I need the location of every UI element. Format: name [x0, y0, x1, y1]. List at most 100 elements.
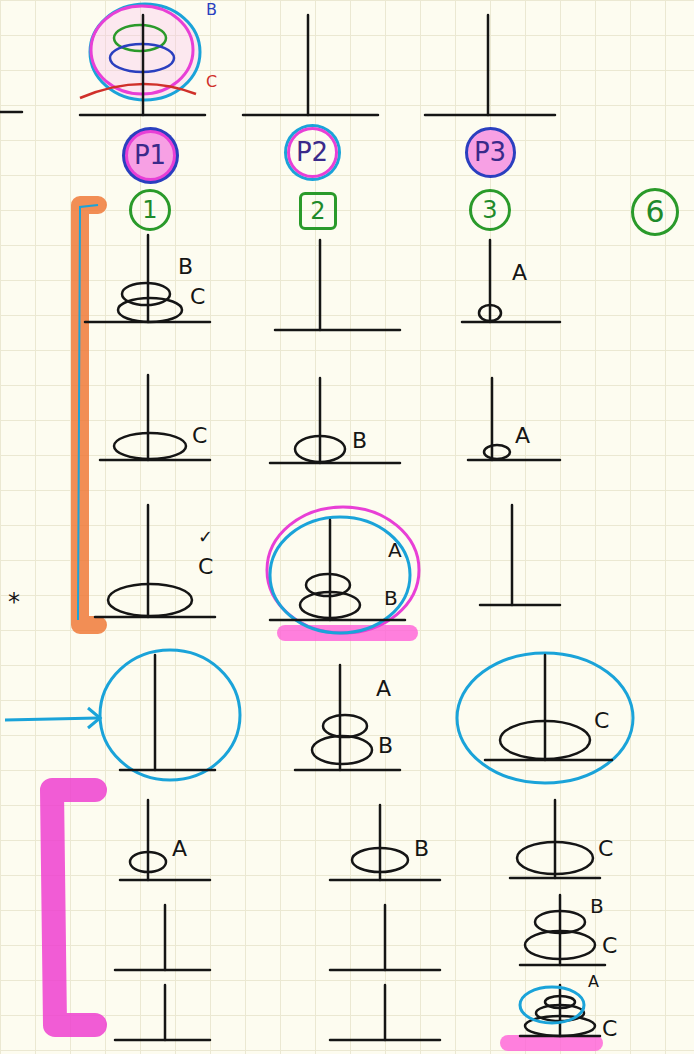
peg-base [330, 969, 440, 972]
count-number: 6 [631, 188, 679, 236]
peg [384, 985, 387, 1040]
disk-label: C [190, 286, 205, 308]
peg [489, 240, 492, 322]
highlight-circle [100, 650, 240, 780]
peg [554, 800, 557, 878]
disk-label: C [602, 1018, 617, 1040]
peg [307, 15, 310, 115]
peg-number: 1 [129, 189, 171, 231]
peg [487, 15, 490, 115]
disk-label: C [198, 556, 213, 578]
disk [312, 736, 372, 764]
disk [352, 848, 408, 872]
node-text: P2 [296, 139, 328, 165]
disk-label: A [512, 262, 527, 284]
peg-base [510, 877, 600, 880]
disk [295, 436, 345, 462]
disk [545, 996, 575, 1008]
bracket [80, 205, 98, 625]
disk [525, 931, 595, 959]
peg-base [243, 114, 378, 117]
disk-label: A [376, 678, 391, 700]
peg [164, 985, 167, 1040]
peg-base [330, 879, 440, 882]
arrow-head [88, 708, 100, 728]
node-text: 6 [645, 197, 664, 227]
peg-base [120, 879, 210, 882]
node-text: 3 [482, 198, 497, 222]
peg-base [115, 969, 210, 972]
disk [114, 433, 186, 459]
disk-label: B [414, 838, 429, 860]
peg [511, 505, 514, 605]
node-text: P1 [134, 142, 166, 168]
scribble-label: C [206, 74, 217, 90]
peg-base [120, 769, 215, 772]
node-text: 2 [310, 199, 325, 223]
scribble-circle [90, 4, 200, 100]
peg-base [480, 604, 560, 607]
disk-label: B [352, 430, 367, 452]
dash [0, 111, 22, 114]
disk-label: C [192, 425, 207, 447]
disk-label: B [590, 896, 604, 916]
scribble-arc [80, 84, 196, 98]
disk [130, 852, 166, 872]
disk [108, 584, 192, 616]
highlight-circle [270, 517, 410, 633]
peg-base [330, 1039, 440, 1042]
node-text: 1 [142, 198, 157, 222]
disk [122, 283, 170, 305]
peg-name: P1 [125, 130, 176, 181]
disk [500, 721, 590, 759]
peg [319, 240, 322, 330]
peg-name: P3 [465, 127, 516, 178]
disk [484, 445, 510, 459]
peg [491, 378, 494, 460]
peg [339, 665, 342, 770]
disk-label: B [178, 256, 193, 278]
peg [142, 15, 145, 115]
disk-label: C [602, 935, 617, 957]
disk [479, 305, 501, 321]
node-text: P3 [474, 139, 506, 165]
peg-base [270, 462, 400, 465]
peg [147, 375, 150, 460]
highlight-circle [457, 653, 633, 783]
highlight [508, 1035, 595, 1051]
peg-base [520, 964, 605, 967]
peg-base [295, 769, 400, 772]
peg-name: P2 [287, 127, 338, 178]
peg [384, 905, 387, 970]
peg [147, 235, 150, 322]
disk-label: C [594, 710, 609, 732]
peg [164, 905, 167, 970]
peg [544, 655, 547, 760]
disk-label: C [598, 838, 613, 860]
peg [147, 505, 150, 617]
disk-label: A [515, 425, 530, 447]
disk [323, 715, 367, 737]
scribble-label: B [206, 2, 217, 18]
peg [379, 805, 382, 880]
disk-label: A [588, 974, 599, 990]
disk [535, 911, 585, 933]
check-mark: ✓ [198, 528, 213, 546]
disk-label: B [378, 735, 393, 757]
arrow-line [5, 718, 98, 720]
disk-label: A [388, 540, 402, 560]
highlight-circle [520, 987, 584, 1023]
peg [147, 800, 150, 880]
peg-base [270, 619, 405, 622]
peg [319, 378, 322, 463]
peg [559, 985, 562, 1036]
peg-base [80, 114, 205, 117]
peg [154, 655, 157, 770]
peg-number: 3 [469, 189, 511, 231]
disk-label: A [172, 838, 187, 860]
peg-base [468, 459, 560, 462]
disk-label: B [384, 588, 398, 608]
highlight-circle [267, 507, 419, 633]
